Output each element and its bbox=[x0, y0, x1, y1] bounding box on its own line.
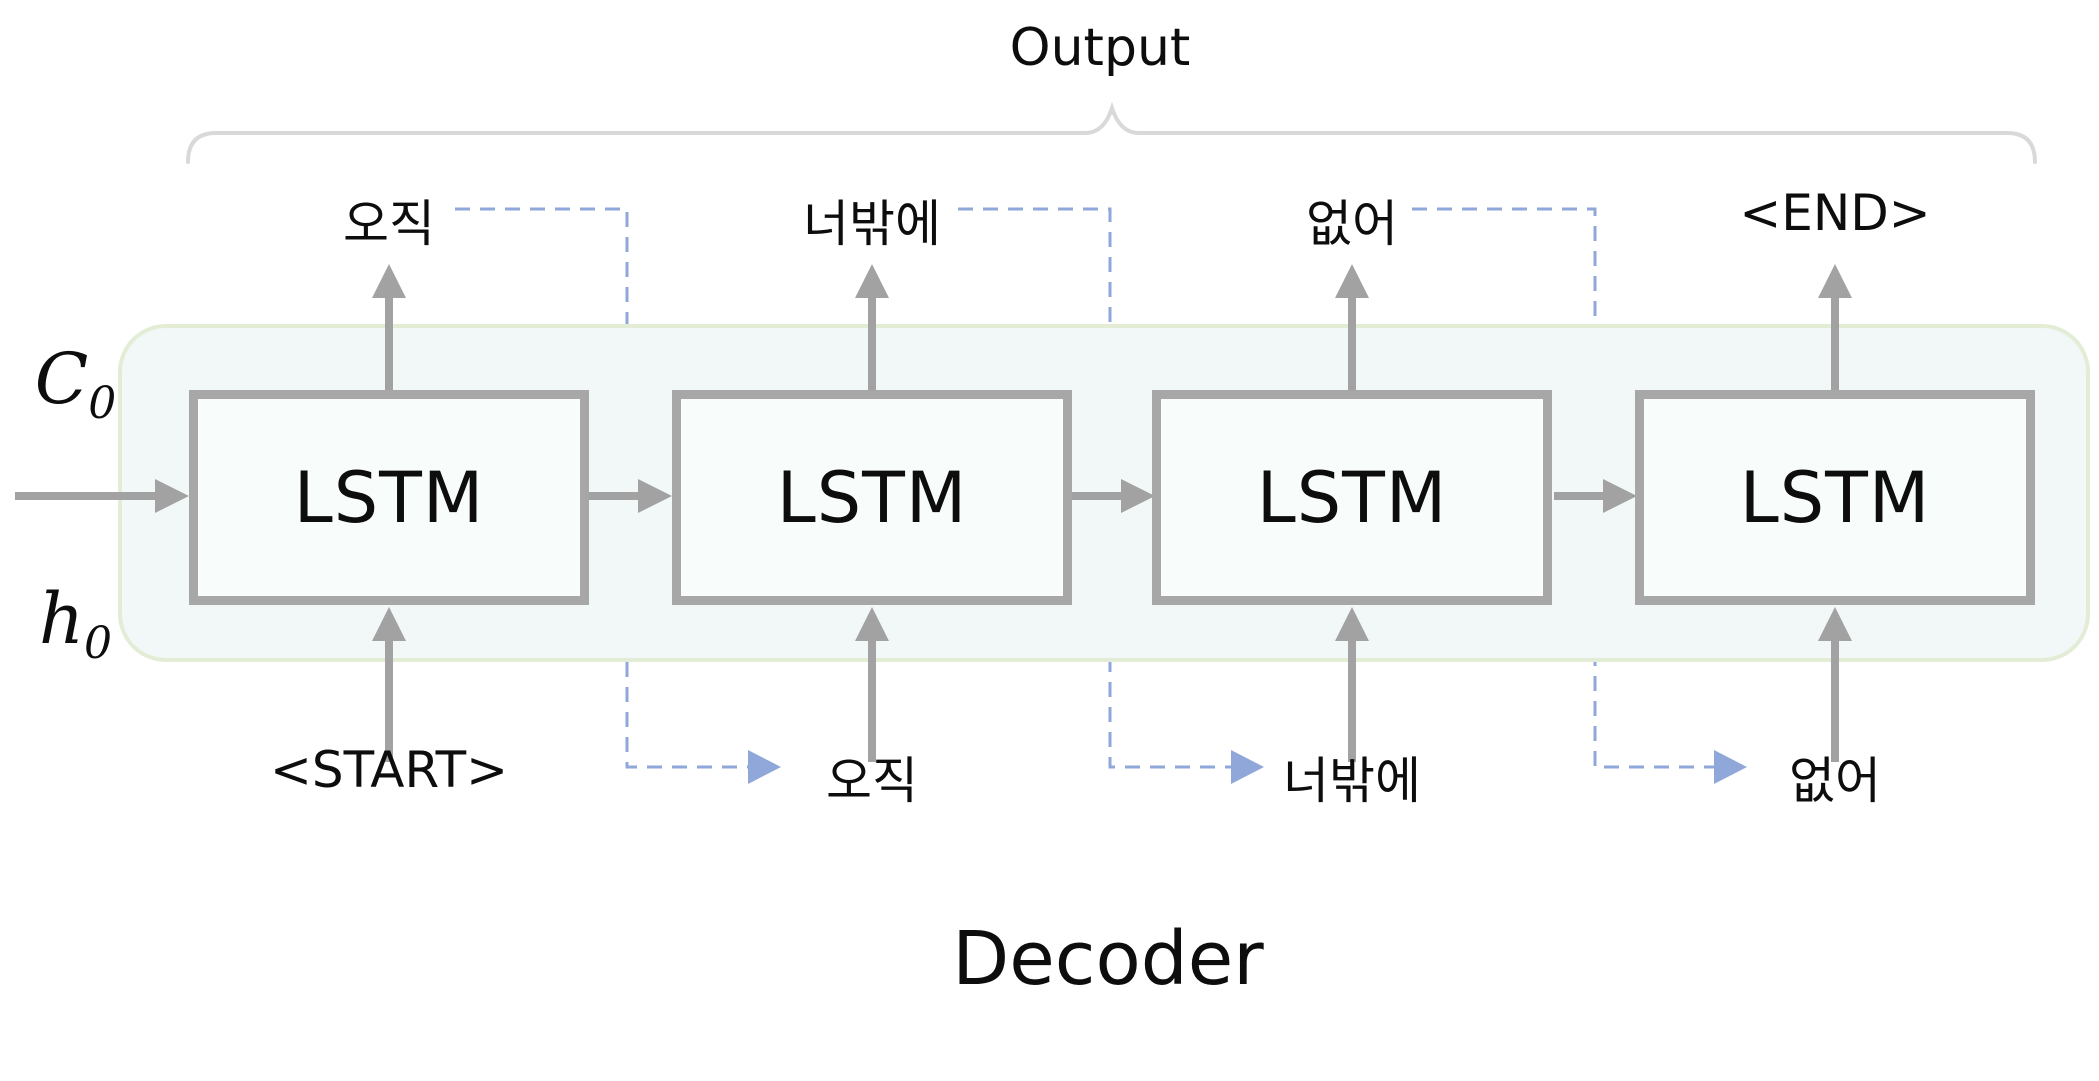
feedback-arrowhead-3 bbox=[1714, 750, 1747, 784]
lstm-box-4: LSTM bbox=[1635, 390, 2035, 605]
feedback-arrowhead-1 bbox=[748, 750, 781, 784]
output-word-3: 없어 bbox=[1306, 195, 1398, 253]
output-word-1: 오직 bbox=[343, 195, 435, 253]
output-word-2: 너밖에 bbox=[803, 195, 941, 253]
input-word-4: 없어 bbox=[1789, 752, 1881, 810]
lstm-box-3: LSTM bbox=[1152, 390, 1552, 605]
feedback-arrowhead-2 bbox=[1231, 750, 1264, 784]
decoder-title: Decoder bbox=[952, 916, 1264, 1002]
input-word-2: 오직 bbox=[826, 752, 918, 810]
output-word-4: <END> bbox=[1739, 184, 1931, 242]
lstm-box-2: LSTM bbox=[672, 390, 1072, 605]
hidden-state-label: h0 bbox=[38, 578, 113, 669]
input-word-1: <START> bbox=[269, 741, 509, 799]
input-word-3: 너밖에 bbox=[1283, 752, 1421, 810]
output-brace-icon bbox=[186, 101, 2037, 164]
lstm-box-1: LSTM bbox=[189, 390, 589, 605]
cell-state-label: C0 bbox=[34, 338, 117, 429]
output-title: Output bbox=[1009, 18, 1191, 78]
